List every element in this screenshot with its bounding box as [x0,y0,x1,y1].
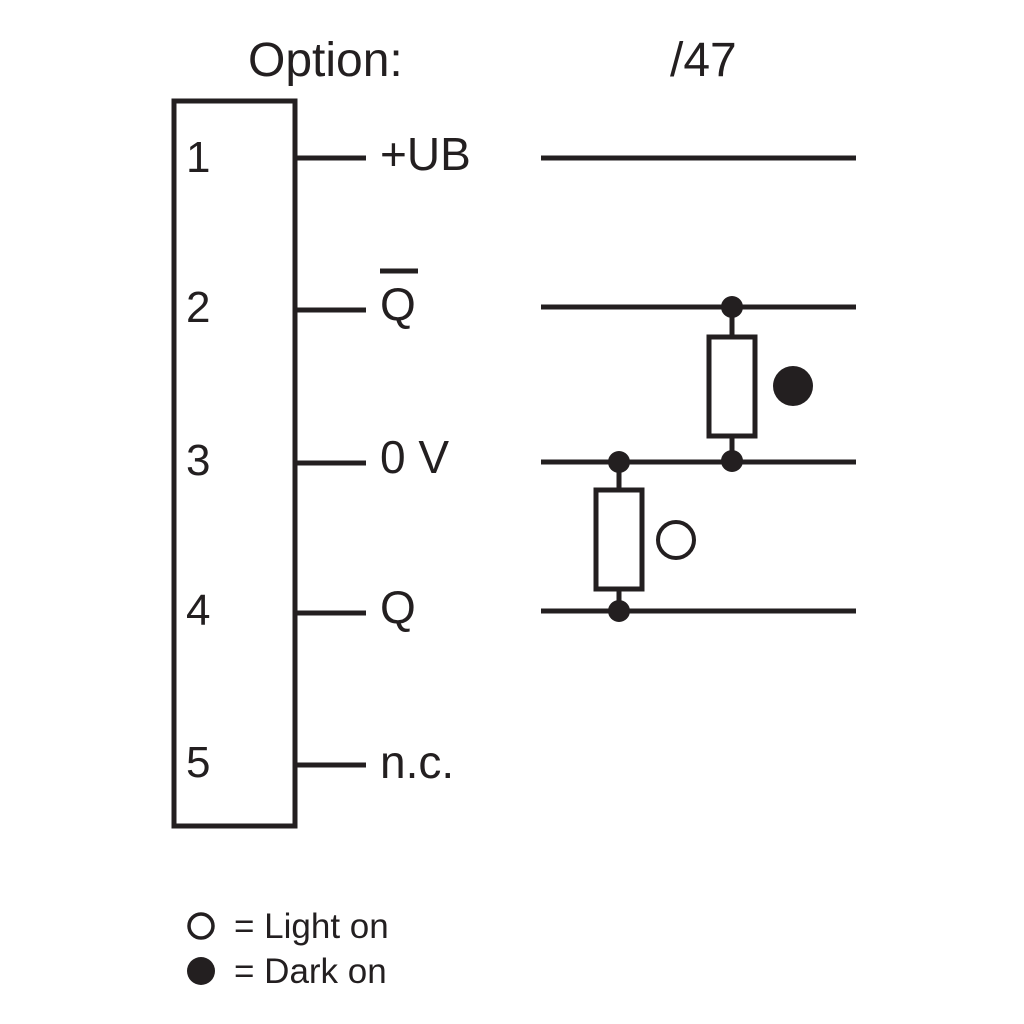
signal-label-q: Q [380,581,416,633]
junction-dot [721,296,743,318]
pin-number-2: 2 [186,283,210,332]
junction-dot [608,451,630,473]
junction-dot [608,600,630,622]
open-circle-icon [187,912,215,940]
filled-circle-icon [773,366,813,406]
filled-circle-icon [187,957,215,985]
pin-number-4: 4 [186,586,210,635]
junction-dot [721,450,743,472]
load-resistor-q-bar [706,296,758,472]
signal-label-q-bar: Q [380,278,416,330]
legend: = Light on = Dark on [187,907,389,991]
pin-number-5: 5 [186,738,210,787]
signal-label-nc: n.c. [380,736,454,788]
legend-light-on-label: = Light on [234,907,389,946]
signal-label-0v: 0 V [380,431,449,483]
legend-dark-on-label: = Dark on [234,952,387,991]
option-label: Option: [248,34,403,87]
connector-body [171,98,298,829]
pin-number-3: 3 [186,436,210,485]
load-resistor-q [593,451,645,622]
option-value: /47 [670,34,737,87]
open-circle-icon [656,520,696,560]
signal-label-ub: +UB [380,128,471,180]
pin-number-1: 1 [186,133,210,182]
